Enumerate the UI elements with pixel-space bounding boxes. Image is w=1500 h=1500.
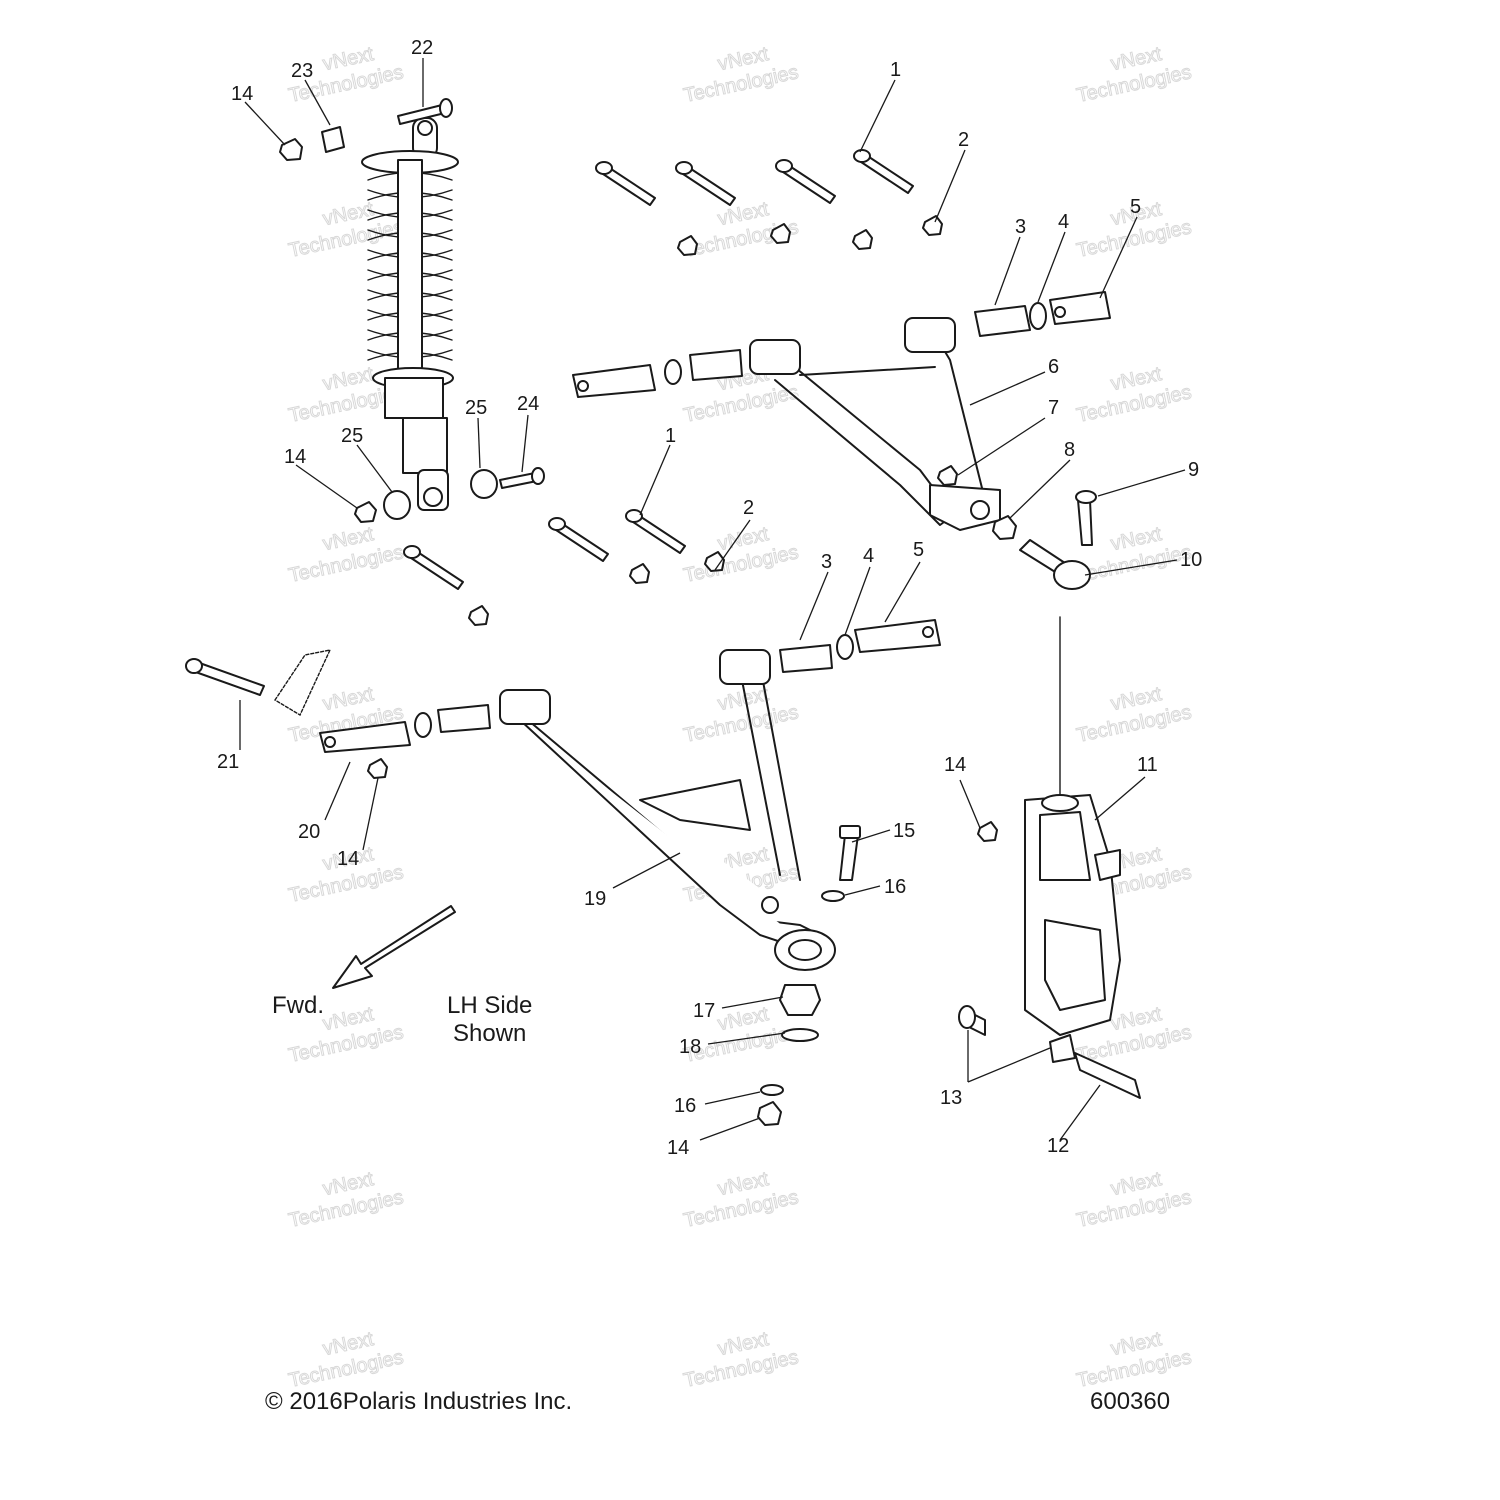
callout-13: 13 bbox=[940, 1087, 962, 1109]
callout-21: 21 bbox=[217, 751, 239, 773]
callout-22: 22 bbox=[411, 37, 433, 59]
callout-6: 6 bbox=[1048, 356, 1059, 378]
callout-25-right: 25 bbox=[465, 397, 487, 419]
callout-25-left: 25 bbox=[341, 425, 363, 447]
callout-3: 3 bbox=[1015, 216, 1026, 238]
callout-17: 17 bbox=[693, 1000, 715, 1022]
shown-label: Shown bbox=[453, 1020, 526, 1047]
upper-ball-joint bbox=[937, 465, 1097, 590]
callout-15: 15 bbox=[893, 820, 915, 842]
lower-ball-joint bbox=[757, 825, 861, 1126]
lower-arm-bolts bbox=[185, 509, 725, 717]
forward-arrow bbox=[332, 905, 456, 989]
callout-9: 9 bbox=[1188, 459, 1199, 481]
lower-arm-bushings bbox=[319, 619, 941, 779]
callout-16-lower: 16 bbox=[674, 1095, 696, 1117]
callout-labels: 1 2 3 4 5 6 7 8 9 10 11 12 13 14 15 16 1… bbox=[217, 37, 1202, 1159]
callout-10: 10 bbox=[1180, 549, 1202, 571]
callout-8: 8 bbox=[1064, 439, 1075, 461]
lh-side-label: LH Side bbox=[447, 992, 532, 1019]
upper-arm-bushings bbox=[572, 291, 1111, 398]
upper-arm-bolts bbox=[595, 149, 943, 256]
callout-20: 20 bbox=[298, 821, 320, 843]
callout-14-spindle: 14 bbox=[944, 754, 966, 776]
callout-14-shock-top: 14 bbox=[231, 83, 253, 105]
callout-7: 7 bbox=[1048, 397, 1059, 419]
copyright-text: © 2016Polaris Industries Inc. bbox=[265, 1388, 572, 1415]
leader-lines bbox=[239, 58, 1186, 1141]
callout-4: 4 bbox=[1058, 211, 1069, 233]
callout-1: 1 bbox=[890, 59, 901, 81]
callout-14-shock-bottom: 14 bbox=[284, 446, 306, 468]
callout-3-lower: 3 bbox=[821, 551, 832, 573]
callout-18: 18 bbox=[679, 1036, 701, 1058]
callout-5-lower: 5 bbox=[913, 539, 924, 561]
callout-2-lower: 2 bbox=[743, 497, 754, 519]
fwd-label: Fwd. bbox=[272, 992, 324, 1019]
callout-1-lower: 1 bbox=[665, 425, 676, 447]
callout-11: 11 bbox=[1137, 754, 1158, 776]
callout-4-lower: 4 bbox=[863, 545, 874, 567]
callout-16-upper: 16 bbox=[884, 876, 906, 898]
callout-23: 23 bbox=[291, 60, 313, 82]
footer: © 2016Polaris Industries Inc. 600360 bbox=[265, 1388, 1170, 1415]
lower-a-arm bbox=[499, 649, 836, 971]
spindle-knuckle bbox=[958, 616, 1141, 1099]
diagram-number: 600360 bbox=[1090, 1388, 1170, 1415]
callout-12: 12 bbox=[1047, 1135, 1069, 1157]
diagram-notes: Fwd. LH Side Shown bbox=[272, 992, 532, 1047]
shock-hardware bbox=[279, 98, 545, 523]
callout-2: 2 bbox=[958, 129, 969, 151]
callout-19: 19 bbox=[584, 888, 606, 910]
shock-absorber bbox=[361, 117, 459, 511]
callout-5: 5 bbox=[1130, 196, 1141, 218]
upper-a-arm bbox=[749, 317, 1001, 531]
callout-24: 24 bbox=[517, 393, 539, 415]
callout-14-lower: 14 bbox=[667, 1137, 689, 1159]
callout-14-bushing: 14 bbox=[337, 848, 359, 870]
